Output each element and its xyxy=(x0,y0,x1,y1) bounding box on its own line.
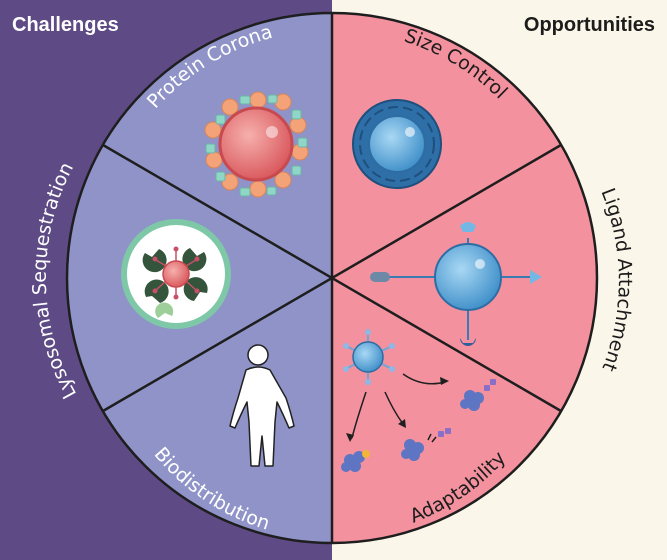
adaptable-nanoparticle-icon xyxy=(341,329,496,472)
sector-protein-corona xyxy=(103,13,332,278)
lysosome-icon xyxy=(121,219,231,329)
ligand-nanoparticle-icon xyxy=(370,222,542,346)
wheel-outline xyxy=(65,11,599,545)
human-body-icon xyxy=(229,344,295,467)
sector-biodistribution xyxy=(103,278,332,543)
opportunities-title: Opportunities xyxy=(524,14,655,36)
sector-adaptability xyxy=(332,278,561,543)
sized-nanoparticle-icon xyxy=(352,99,442,189)
divider-diagonal-2 xyxy=(102,143,562,413)
sector-size-control xyxy=(332,13,561,278)
challenges-title: Challenges xyxy=(12,14,119,36)
protein-corona-nanoparticle-icon xyxy=(204,91,309,198)
